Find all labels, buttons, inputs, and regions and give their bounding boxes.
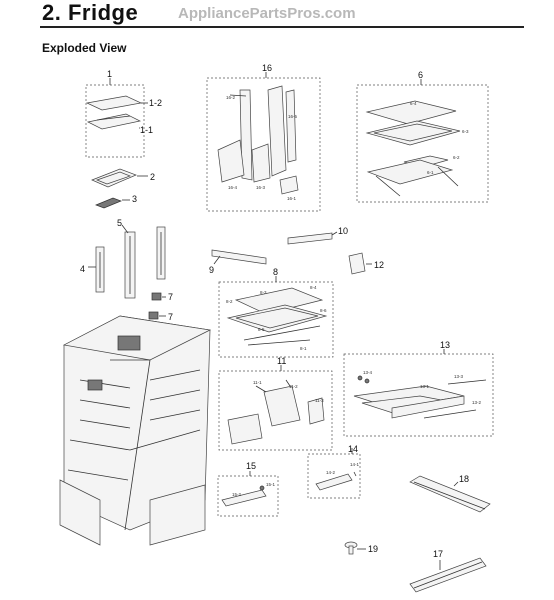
- callout-10: 10: [338, 226, 348, 236]
- part-6-shelf-assembly[interactable]: [356, 79, 489, 203]
- sublabel-6-1: 6-1: [427, 170, 434, 175]
- sublabel-8-2: 8-2: [226, 299, 233, 304]
- sublabel-15-1: 15-1: [266, 482, 276, 487]
- part-8-crisper-cover[interactable]: [218, 276, 334, 358]
- callout-14: 14: [348, 444, 358, 454]
- callout-1-1: 1-1: [140, 125, 153, 135]
- sublabel-8-4: 8-4: [310, 285, 317, 290]
- sublabel-15-2: 15-2: [232, 492, 242, 497]
- sublabel-16-5: 16-5: [288, 114, 298, 119]
- callout-18: 18: [459, 474, 469, 484]
- page-title: 2. Fridge: [42, 0, 139, 25]
- callout-15: 15: [246, 461, 256, 471]
- sublabel-16-4: 16-4: [228, 185, 238, 190]
- callout-17: 17: [433, 549, 443, 559]
- sublabel-8-6: 8-6: [320, 308, 327, 313]
- sublabel-16-1: 16-1: [287, 196, 297, 201]
- callout-6: 6: [418, 70, 423, 80]
- part-9-shelf-trim[interactable]: [211, 249, 267, 265]
- callout-11: 11: [277, 356, 286, 366]
- sublabel-11-1: 11-1: [253, 380, 262, 385]
- sublabel-13-1: 13-1: [420, 384, 430, 389]
- sublabel-14-1: 14-1: [350, 462, 360, 467]
- sublabel-11-3: 11-3: [315, 398, 324, 403]
- sublabel-6-3: 6-3: [462, 129, 469, 134]
- callout-13: 13: [440, 340, 450, 350]
- sublabel-14-2: 14-2: [326, 470, 336, 475]
- sublabel-13-3: 13-3: [454, 374, 464, 379]
- sublabel-16-3: 16-3: [256, 185, 266, 190]
- part-2-light-cover[interactable]: [91, 168, 148, 188]
- sublabel-8-3: 8-3: [260, 290, 267, 295]
- callout-3: 3: [132, 194, 137, 204]
- part-12-cover[interactable]: [348, 252, 372, 275]
- part-13-drawer[interactable]: [343, 349, 494, 437]
- part-19-leveling-leg[interactable]: [344, 541, 366, 555]
- callout-5: 5: [117, 218, 122, 228]
- part-15-rail-assembly[interactable]: [217, 471, 279, 517]
- sublabel-16-2: 16-2: [226, 95, 236, 100]
- section-heading: Exploded View: [42, 41, 127, 55]
- callout-4: 4: [80, 264, 85, 274]
- callout-1: 1: [107, 69, 112, 79]
- sublabel-8-5: 8-5: [258, 327, 265, 332]
- sublabel-11-2: 11-2: [289, 384, 298, 389]
- part-10-shelf-trim[interactable]: [287, 231, 338, 245]
- sublabel-6-2: 6-2: [453, 155, 460, 160]
- part-18-rail[interactable]: [409, 475, 491, 513]
- part-4-side-bracket[interactable]: [88, 246, 105, 293]
- callout-7a: 7: [168, 292, 173, 302]
- part-17-rail[interactable]: [409, 557, 487, 593]
- part-1-light-assembly[interactable]: [85, 78, 148, 158]
- part-16-duct-assembly[interactable]: [206, 72, 321, 212]
- callout-2: 2: [150, 172, 155, 182]
- sublabel-6-4: 6-4: [410, 101, 417, 106]
- callout-19: 19: [368, 544, 378, 554]
- sublabel-8-1: 8-1: [300, 346, 307, 351]
- title-rule: [40, 26, 524, 28]
- callout-1-2: 1-2: [149, 98, 162, 108]
- part-5-shelf-rail[interactable]: [121, 224, 166, 299]
- sublabel-13-2: 13-2: [472, 400, 482, 405]
- callout-8: 8: [273, 267, 278, 277]
- part-3-light-module[interactable]: [95, 197, 130, 209]
- fridge-cabinet: [59, 315, 212, 546]
- part-7-hinge-caps[interactable]: [148, 292, 166, 320]
- part-14-rail-assembly[interactable]: [307, 448, 361, 499]
- part-11-door-bins[interactable]: [218, 365, 333, 451]
- watermark: AppliancePartsPros.com: [178, 5, 356, 22]
- callout-9: 9: [209, 265, 214, 275]
- callout-12: 12: [374, 260, 384, 270]
- callout-7b: 7: [168, 312, 173, 322]
- sublabel-13-4: 13-4: [363, 370, 373, 375]
- callout-16: 16: [262, 63, 272, 73]
